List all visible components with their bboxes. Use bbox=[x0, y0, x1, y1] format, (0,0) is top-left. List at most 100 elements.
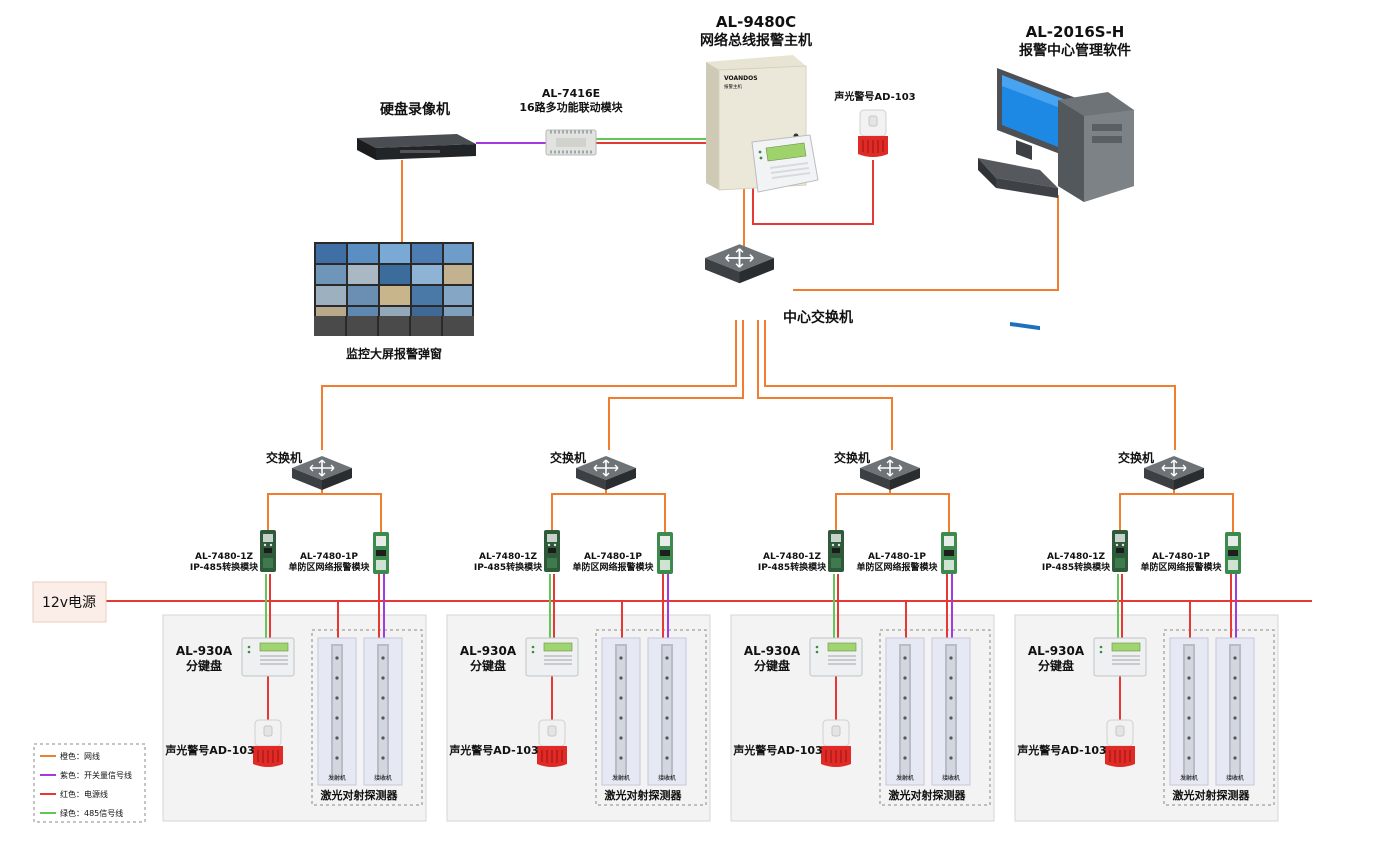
keypad-model-label: AL-930A bbox=[1028, 644, 1085, 658]
ip485-module-device bbox=[544, 530, 560, 572]
laser-receiver-device bbox=[363, 637, 403, 786]
ip485-model-label: AL-7480-1Z bbox=[195, 552, 253, 562]
linkage-model-label: AL-7416E bbox=[542, 87, 600, 100]
host-name-label: 网络总线报警主机 bbox=[700, 32, 812, 49]
zone-net-line bbox=[267, 488, 323, 530]
ip485-module-device bbox=[260, 530, 276, 572]
keypad-name-label: 分键盘 bbox=[470, 658, 506, 673]
core-switch-label: 中心交换机 bbox=[783, 309, 853, 326]
legend-item-label: 绿色：485信号线 bbox=[60, 808, 123, 818]
ip485-model-label: AL-7480-1Z bbox=[1047, 552, 1105, 562]
single-zone-name-label: 单防区网络报警模块 bbox=[288, 561, 370, 573]
keypad-device bbox=[241, 637, 295, 677]
power-label: 12v电源 bbox=[42, 595, 96, 611]
management-computer bbox=[978, 68, 1134, 331]
zone-siren-label: 声光警号AD-103 bbox=[164, 743, 254, 757]
receiver-label: 接收机 bbox=[374, 774, 392, 782]
host-model-label: AL-9480C bbox=[716, 13, 796, 31]
single-zone-name-label: 单防区网络报警模块 bbox=[856, 561, 938, 573]
zone-switch-label: 交换机 bbox=[266, 450, 302, 465]
transmitter-label: 发射机 bbox=[612, 774, 630, 782]
single-zone-module-device bbox=[1225, 532, 1241, 574]
keypad-name-label: 分键盘 bbox=[1038, 658, 1074, 673]
videowall-label: 监控大屏报警弹窗 bbox=[346, 346, 442, 361]
keypad-model-label: AL-930A bbox=[176, 644, 233, 658]
zone-net-line bbox=[889, 488, 950, 532]
software-model-label: AL-2016S-H bbox=[1026, 23, 1125, 41]
zone-switch-label: 交换机 bbox=[834, 450, 870, 465]
top-siren-label: 声光警号AD-103 bbox=[833, 90, 915, 103]
laser-transmitter-device bbox=[601, 637, 641, 786]
zone-net-line bbox=[1173, 488, 1234, 532]
keypad-name-label: 分键盘 bbox=[754, 658, 790, 673]
nvr-device bbox=[357, 134, 476, 160]
detector-frame bbox=[1163, 629, 1275, 806]
zone-siren-label: 声光警号AD-103 bbox=[1016, 743, 1106, 757]
host-keypad bbox=[751, 134, 819, 193]
transmitter-label: 发射机 bbox=[1180, 774, 1198, 782]
receiver-label: 接收机 bbox=[1226, 774, 1244, 782]
video-wall bbox=[314, 242, 474, 336]
linkage-module bbox=[545, 129, 597, 156]
legend-item-label: 红色：电源线 bbox=[60, 789, 108, 799]
detector-label: 激光对射探测器 bbox=[605, 788, 683, 802]
detector-frame bbox=[879, 629, 991, 806]
keypad-device bbox=[525, 637, 579, 677]
software-name-label: 报警中心管理软件 bbox=[1019, 42, 1131, 59]
laser-receiver-device bbox=[647, 637, 687, 786]
zone-siren-device bbox=[820, 719, 852, 768]
zones-layer: 交换机AL-7480-1ZIP-485转换模块AL-7480-1P单防区网络报警… bbox=[162, 450, 1279, 822]
zone-net-line bbox=[1119, 488, 1175, 530]
keypad-model-label: AL-930A bbox=[460, 644, 517, 658]
laser-transmitter-device bbox=[317, 637, 357, 786]
laser-receiver-device bbox=[931, 637, 971, 786]
ip485-module-device bbox=[1112, 530, 1128, 572]
ip485-model-label: AL-7480-1Z bbox=[479, 552, 537, 562]
receiver-label: 接收机 bbox=[658, 774, 676, 782]
detector-label: 激光对射探测器 bbox=[1173, 788, 1251, 802]
ip485-module-device bbox=[828, 530, 844, 572]
zone-siren-label: 声光警号AD-103 bbox=[448, 743, 538, 757]
ip485-name-label: IP-485转换模块 bbox=[474, 561, 543, 573]
zone-group: 交换机AL-7480-1ZIP-485转换模块AL-7480-1P单防区网络报警… bbox=[446, 450, 711, 822]
legend-item-label: 橙色：网线 bbox=[60, 751, 100, 761]
power-label-box: 12v电源 bbox=[32, 581, 107, 623]
zone-siren-label: 声光警号AD-103 bbox=[732, 743, 822, 757]
zone-switch-label: 交换机 bbox=[1118, 450, 1154, 465]
ip485-name-label: IP-485转换模块 bbox=[1042, 561, 1111, 573]
zone-net-line bbox=[835, 488, 891, 530]
detector-label: 激光对射探测器 bbox=[321, 788, 399, 802]
single-zone-model-label: AL-7480-1P bbox=[1152, 552, 1210, 562]
ip485-name-label: IP-485转换模块 bbox=[190, 561, 259, 573]
zone-siren-device bbox=[1104, 719, 1136, 768]
laser-transmitter-device bbox=[1169, 637, 1209, 786]
detector-frame bbox=[595, 629, 707, 806]
single-zone-model-label: AL-7480-1P bbox=[868, 552, 926, 562]
zone-net-line bbox=[551, 488, 607, 530]
top-wiring bbox=[321, 138, 1176, 450]
transmitter-label: 发射机 bbox=[328, 774, 346, 782]
laser-transmitter-device bbox=[885, 637, 925, 786]
single-zone-module-device bbox=[373, 532, 389, 574]
nvr-label: 硬盘录像机 bbox=[380, 101, 450, 118]
zone-siren-device bbox=[252, 719, 284, 768]
host-brand-label: VOANDOS bbox=[724, 75, 758, 82]
ip485-name-label: IP-485转换模块 bbox=[758, 561, 827, 573]
single-zone-name-label: 单防区网络报警模块 bbox=[1140, 561, 1222, 573]
receiver-label: 接收机 bbox=[942, 774, 960, 782]
single-zone-module-device bbox=[941, 532, 957, 574]
single-zone-model-label: AL-7480-1P bbox=[584, 552, 642, 562]
linkage-name-label: 16路多功能联动模块 bbox=[519, 100, 623, 114]
single-zone-name-label: 单防区网络报警模块 bbox=[572, 561, 654, 573]
laser-receiver-device bbox=[1215, 637, 1255, 786]
host-brand-sub-label: 报警主机 bbox=[724, 83, 742, 90]
core-switch-device bbox=[704, 243, 775, 285]
ip485-model-label: AL-7480-1Z bbox=[763, 552, 821, 562]
keypad-device bbox=[809, 637, 863, 677]
single-zone-model-label: AL-7480-1P bbox=[300, 552, 358, 562]
detector-label: 激光对射探测器 bbox=[889, 788, 967, 802]
